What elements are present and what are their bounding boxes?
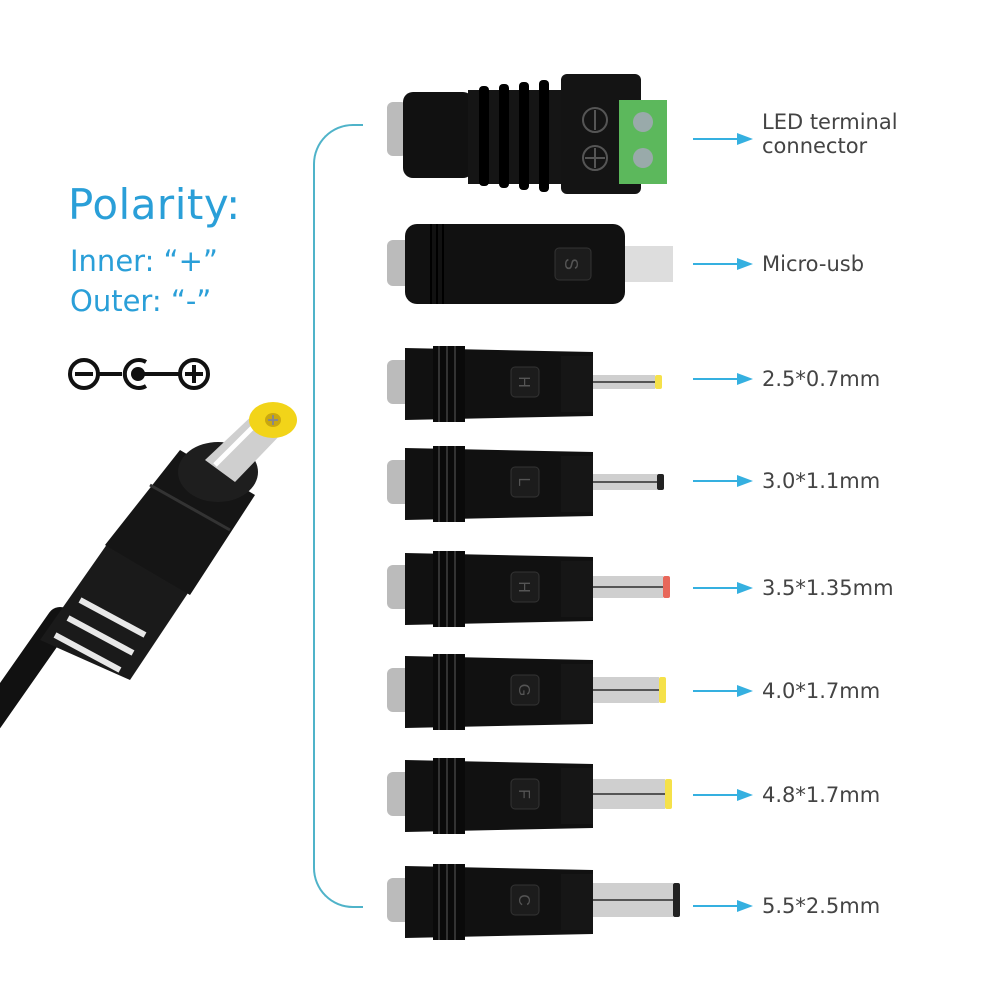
led-terminal-connector-image <box>387 74 667 194</box>
polarity-outer: Outer: “-” <box>70 284 212 318</box>
pin-tip <box>659 677 666 703</box>
connector-label-micro-usb: Micro-usb <box>762 252 865 276</box>
arrow-right-icon <box>693 475 753 487</box>
arrow-right-icon <box>693 133 753 145</box>
pin-tip <box>657 474 664 490</box>
connector-mark: L <box>515 478 532 487</box>
pin-tip <box>665 779 672 809</box>
barrel-adapter-image: F <box>387 758 672 834</box>
connector-label-size: 2.5*0.7mm <box>762 367 881 391</box>
connector-mark: H <box>515 376 532 388</box>
barrel-adapter-image: H <box>387 551 670 627</box>
pin-tip <box>663 576 670 598</box>
arrow-right-icon <box>693 258 753 270</box>
barrel-adapter-image: L <box>387 446 664 522</box>
arrow-right-icon <box>693 373 753 385</box>
arrow-right-icon <box>693 789 753 801</box>
polarity-symbol-icon <box>68 358 210 390</box>
connector-label-size: 3.0*1.1mm <box>762 469 881 493</box>
polarity-title: Polarity: <box>68 180 241 229</box>
label-line-1: LED terminal <box>762 110 898 134</box>
polarity-inner: Inner: “+” <box>70 244 218 278</box>
barrel-adapter-image: C <box>387 864 680 940</box>
pin-tip <box>673 883 680 917</box>
barrel-adapter-image: G <box>387 654 666 730</box>
barrel-adapter-image: H <box>387 346 662 422</box>
connector-mark: C <box>515 894 532 906</box>
connector-mark: F <box>515 789 532 799</box>
connector-mark: S <box>561 258 581 270</box>
connector-label-size: 5.5*2.5mm <box>762 894 881 918</box>
arrow-right-icon <box>693 582 753 594</box>
connector-mark: H <box>515 581 532 593</box>
connector-group-bracket <box>313 124 363 908</box>
connector-label-size: 4.8*1.7mm <box>762 783 881 807</box>
arrow-right-icon <box>693 685 753 697</box>
connector-label-size: 3.5*1.35mm <box>762 576 894 600</box>
micro-usb-connector-image: S <box>387 224 673 304</box>
dc-plug-cable-image <box>0 402 297 729</box>
connector-mark: G <box>515 684 532 696</box>
connector-label-led-terminal: LED terminal connector <box>762 110 898 158</box>
connector-label-size: 4.0*1.7mm <box>762 679 881 703</box>
pin-tip <box>655 375 662 389</box>
label-line-2: connector <box>762 134 868 158</box>
arrow-right-icon <box>693 900 753 912</box>
